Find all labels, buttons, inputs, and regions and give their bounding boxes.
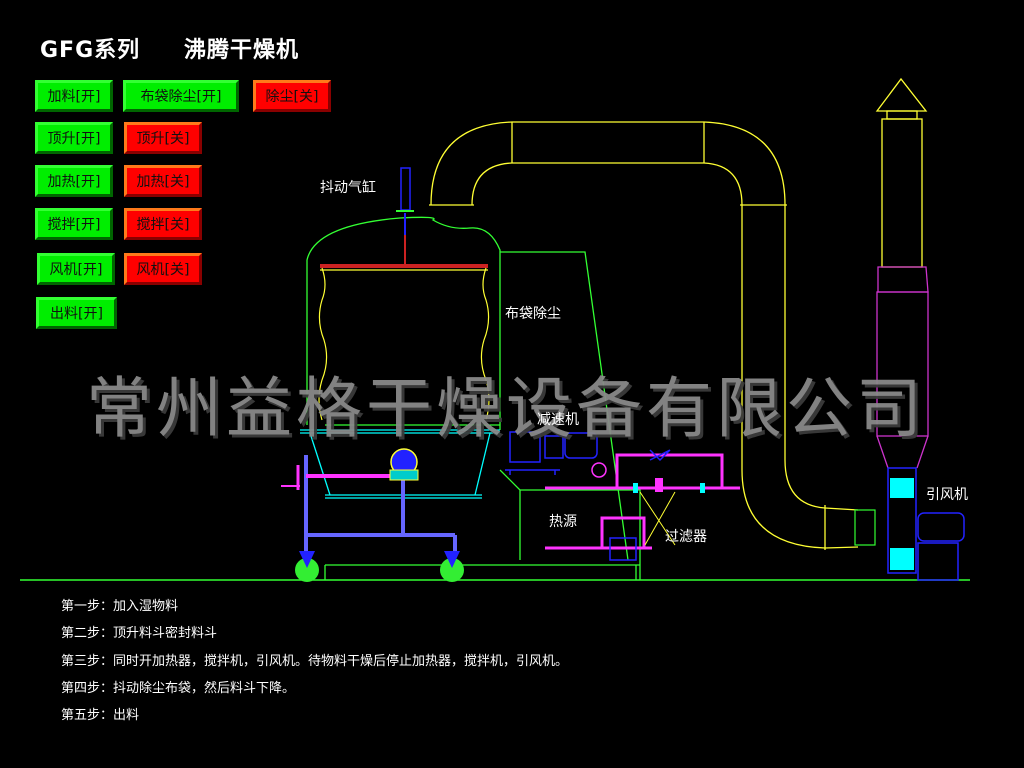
discharge-on-button[interactable]: 出料[开] <box>36 297 117 329</box>
pressure-gauge <box>591 462 607 478</box>
reducer-motor <box>505 431 598 475</box>
operation-steps: 第一步：加入湿物料 第二步：顶升料斗密封料斗 第三步：同时开加热器，搅拌机，引风… <box>61 598 568 734</box>
label-filter: 过滤器 <box>665 529 707 545</box>
heat-off-button[interactable]: 加热[关] <box>124 165 202 197</box>
filter-lines <box>639 491 676 546</box>
caster-wheels <box>295 551 464 582</box>
series-title: GFG系列 <box>40 38 141 63</box>
lift-on-button[interactable]: 顶升[开] <box>35 122 113 154</box>
stir-on-button[interactable]: 搅拌[开] <box>35 208 113 240</box>
material-hopper <box>300 429 500 499</box>
dryer-body <box>306 216 641 580</box>
cart-frame <box>304 455 457 555</box>
feed-on-button[interactable]: 加料[开] <box>35 80 113 112</box>
step-2: 第二步：顶升料斗密封料斗 <box>61 626 218 642</box>
lift-off-button[interactable]: 顶升[关] <box>124 122 202 154</box>
label-reducer: 减速机 <box>537 412 579 428</box>
exhaust-duct <box>429 121 859 550</box>
bag-frame <box>320 264 488 268</box>
fan-off-button[interactable]: 风机[关] <box>124 253 202 285</box>
dust-off-button[interactable]: 除尘[关] <box>253 80 331 112</box>
label-heat-source: 热源 <box>549 514 577 530</box>
label-bag-dust-collector: 布袋除尘 <box>505 306 561 322</box>
heat-on-button[interactable]: 加热[开] <box>35 165 113 197</box>
step-5: 第五步：出料 <box>61 708 140 724</box>
label-shake-cylinder: 抖动气缸 <box>320 180 376 196</box>
machine-title: 沸腾干燥机 <box>184 38 300 63</box>
step-3: 第三步：同时开加热器，搅拌机，引风机。待物料干燥后停止加热器，搅拌机，引风机。 <box>61 653 569 669</box>
stir-off-button[interactable]: 搅拌[关] <box>124 208 202 240</box>
chimney <box>875 77 929 469</box>
shake-cylinder <box>400 167 411 211</box>
bag-dust-on-button[interactable]: 布袋除尘[开] <box>123 80 239 112</box>
step-4: 第四步：抖动除尘布袋，然后料斗下降。 <box>61 680 296 696</box>
induced-fan <box>887 467 965 581</box>
heat-piping <box>545 453 740 550</box>
fan-on-button[interactable]: 风机[开] <box>37 253 115 285</box>
step-1: 第一步：加入湿物料 <box>61 599 179 614</box>
label-induced-fan: 引风机 <box>926 487 968 503</box>
